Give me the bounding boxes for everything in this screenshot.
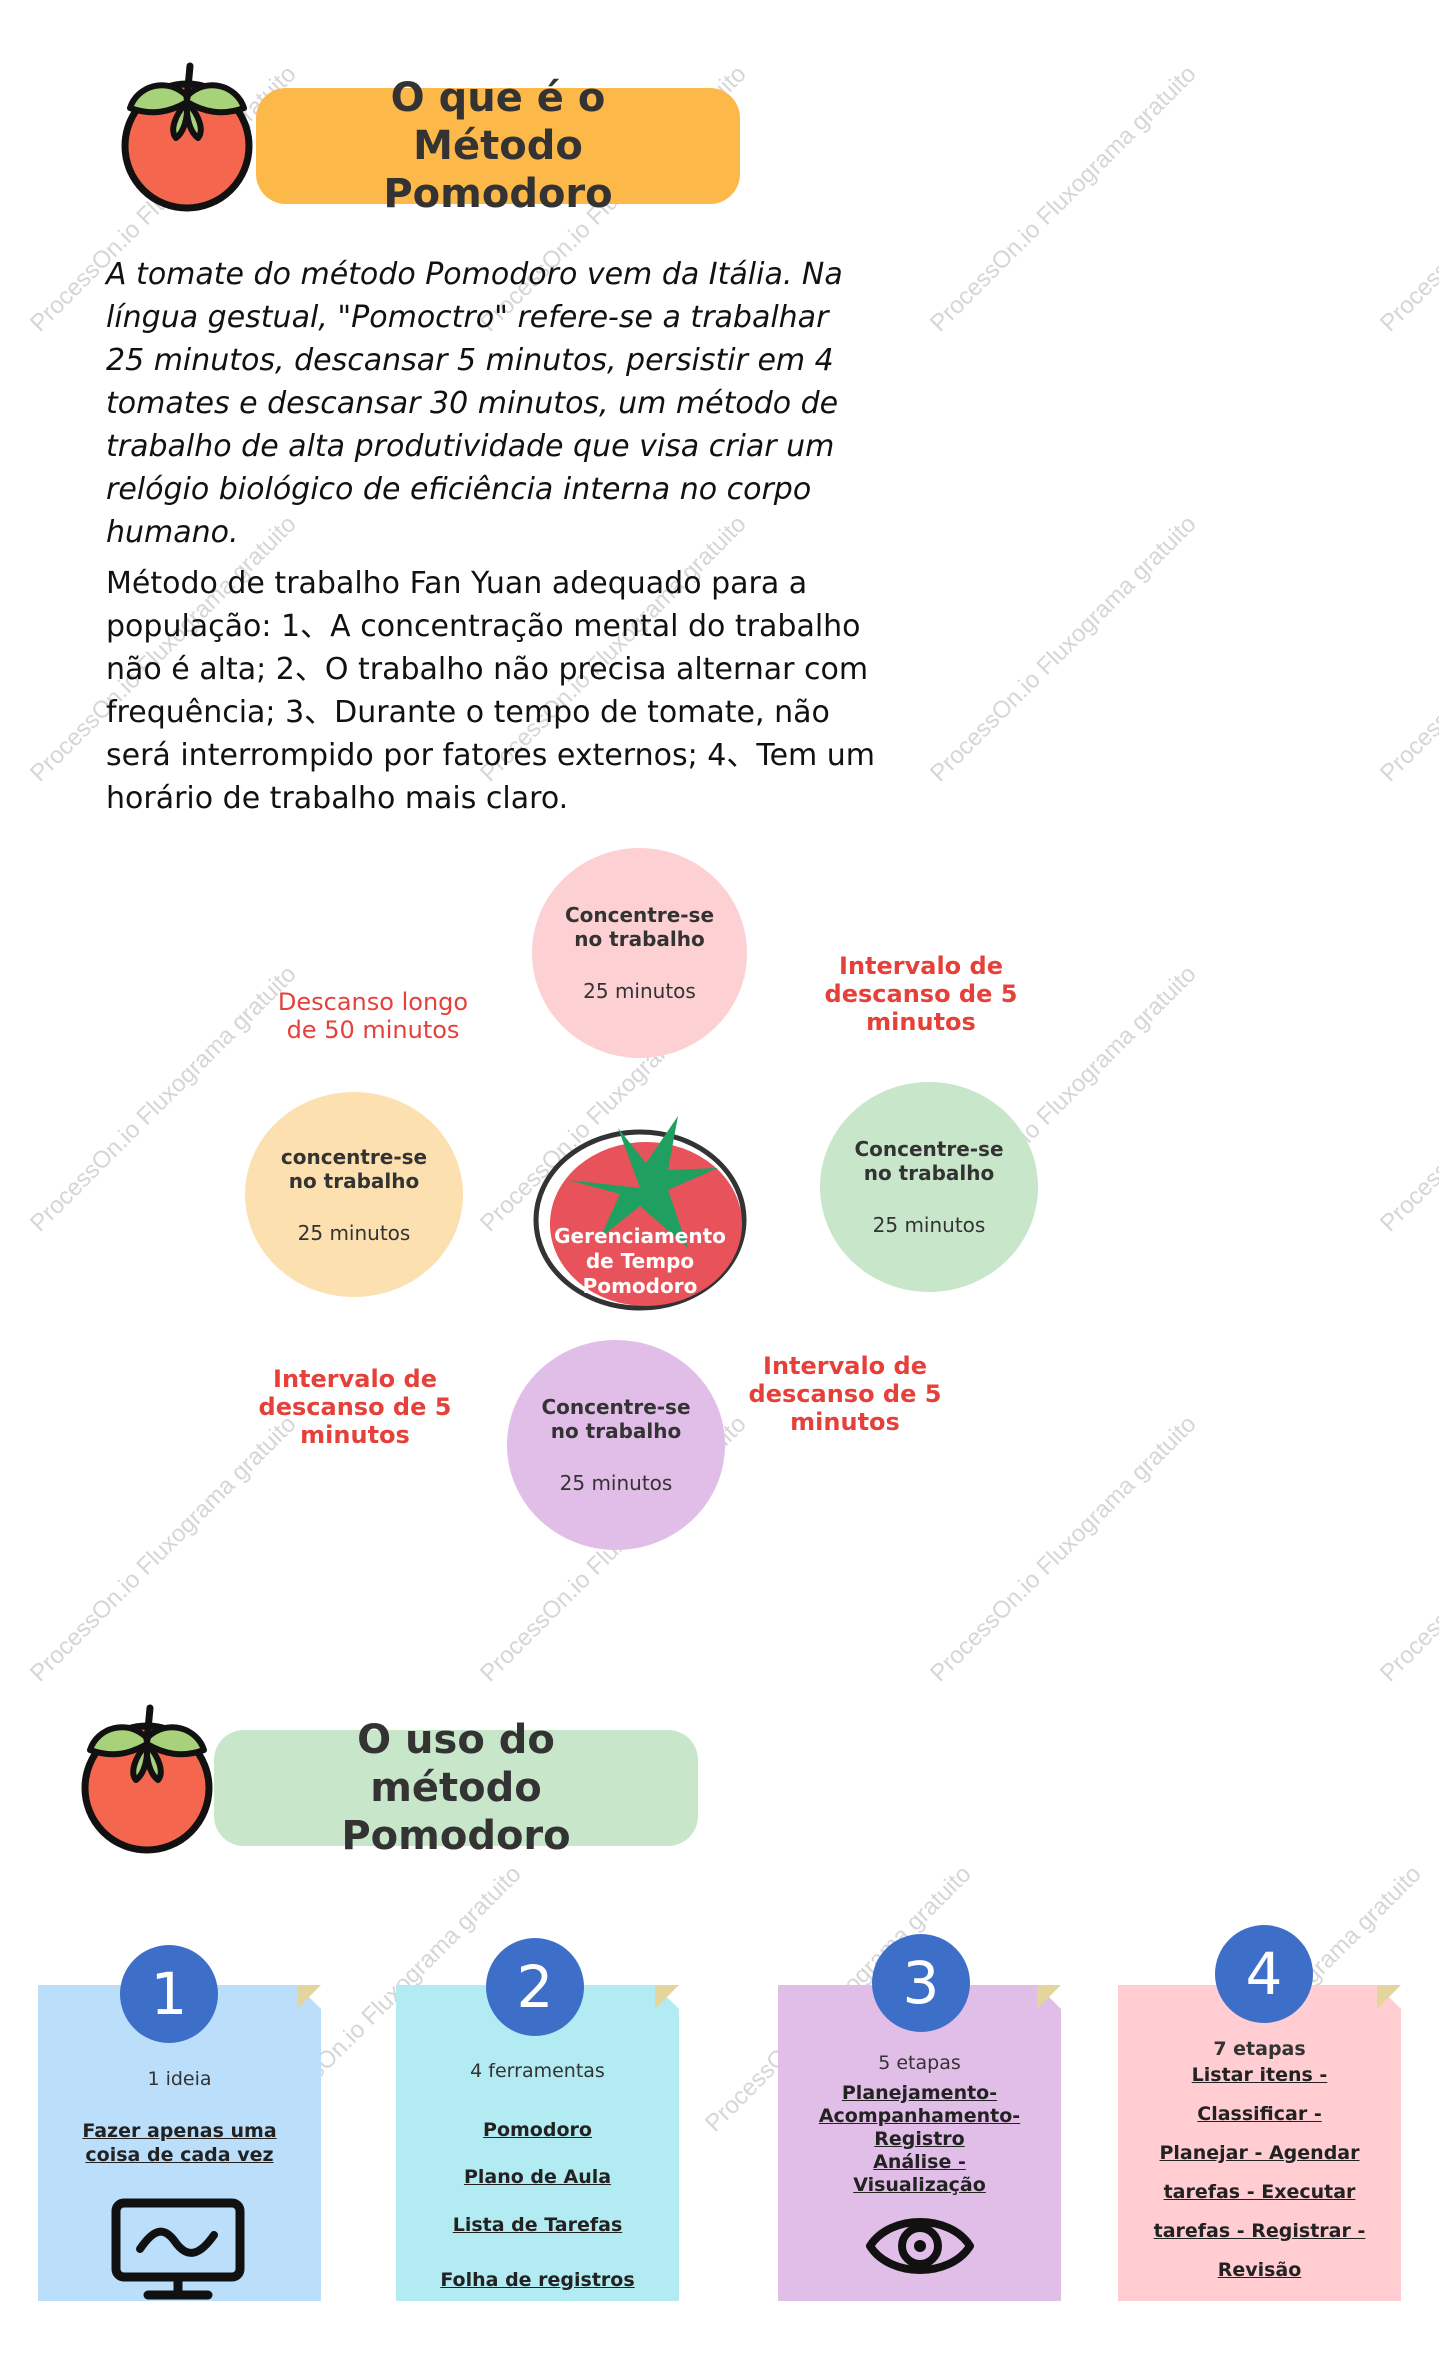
card-link[interactable]: Folha de registros — [440, 2269, 635, 2291]
watermark: ProcessOn.io Fluxograma gratuito — [1375, 60, 1439, 338]
card-fold — [1377, 1985, 1401, 2009]
card-fold — [655, 1985, 679, 2009]
monitor-icon — [111, 2198, 245, 2300]
label-long-break: Descanso longo de 50 minutos — [277, 988, 469, 1044]
card-link[interactable]: Planejamento- — [841, 2082, 998, 2104]
watermark: ProcessOn.io Fluxograma gratuito — [1375, 960, 1439, 1238]
circle-minutes: 25 minutos — [583, 979, 696, 1003]
card-fold — [1037, 1985, 1061, 2009]
circle-title: Concentre-se no trabalho — [564, 903, 715, 951]
tomato-icon — [121, 62, 253, 212]
circle-work-right: Concentre-se no trabalho 25 minutos — [820, 1082, 1038, 1292]
intro-text: A tomate do método Pomodoro vem da Itáli… — [106, 257, 843, 550]
tomato-icon — [81, 1704, 213, 1854]
card-link[interactable]: Classificar - — [1197, 2103, 1322, 2125]
step-number-3: 3 — [872, 1934, 970, 2032]
label-short-break-bottom-left: Intervalo de descanso de 5 minutos — [258, 1365, 452, 1449]
circle-work-top: Concentre-se no trabalho 25 minutos — [532, 848, 747, 1058]
circle-title: concentre-se no trabalho — [280, 1144, 428, 1193]
center-tomato-icon — [533, 1116, 747, 1311]
card-heading: 7 etapas — [1213, 2038, 1306, 2060]
watermark: ProcessOn.io Fluxograma gratuito — [925, 510, 1202, 788]
card-link[interactable]: tarefas - Registrar - — [1153, 2220, 1366, 2242]
step-number-4: 4 — [1215, 1925, 1313, 2023]
card-heading: 5 etapas — [878, 2052, 961, 2074]
circle-title: Concentre-se no trabalho — [541, 1395, 691, 1443]
card-link[interactable]: Lista de Tarefas — [452, 2214, 623, 2236]
suitability-paragraph: Método de trabalho Fan Yuan adequado par… — [106, 562, 876, 820]
watermark: ProcessOn.io Fluxograma gratuito — [925, 60, 1202, 338]
section-title-use: O uso do método Pomodoro — [214, 1717, 698, 1859]
card-link[interactable]: Planejar - Agendar — [1159, 2142, 1360, 2164]
center-label: Gerenciamento de Tempo Pomodoro — [554, 1224, 726, 1298]
card-link[interactable]: Plano de Aula — [463, 2166, 612, 2188]
card-1: 1 ideia Fazer apenas uma coisa de cada v… — [38, 1985, 321, 2301]
section-title-what: O que é o Método Pomodoro — [256, 75, 740, 217]
label-short-break-bottom-right: Intervalo de descanso de 5 minutos — [748, 1352, 942, 1436]
circle-work-bottom: Concentre-se no trabalho 25 minutos — [507, 1340, 725, 1550]
card-link[interactable]: Acompanhamento- — [818, 2105, 1021, 2127]
section-title-text: O uso do método Pomodoro — [341, 1717, 571, 1859]
watermark: ProcessOn.io Fluxograma gratuito — [925, 1410, 1202, 1688]
card-heading: 4 ferramentas — [470, 2060, 605, 2082]
card-link[interactable]: Fazer apenas uma coisa de cada vez — [82, 2120, 277, 2166]
watermark: ProcessOn.io Fluxograma gratuito — [25, 1410, 302, 1688]
card-link[interactable]: Pomodoro — [483, 2119, 592, 2141]
card-link[interactable]: Análise - — [873, 2151, 966, 2173]
circle-minutes: 25 minutos — [559, 1471, 673, 1495]
watermark: ProcessOn.io Fluxograma gratuito — [1375, 1410, 1439, 1688]
card-link[interactable]: Registro — [874, 2128, 965, 2150]
label-short-break-top-right: Intervalo de descanso de 5 minutos — [824, 952, 1018, 1036]
circle-minutes: 25 minutos — [297, 1220, 411, 1245]
intro-paragraph: A tomate do método Pomodoro vem da Itáli… — [106, 253, 876, 554]
card-heading: 1 ideia — [147, 2068, 212, 2090]
circle-work-left: concentre-se no trabalho 25 minutos — [245, 1092, 463, 1297]
card-4: 7 etapas Listar itens - Classificar - Pl… — [1118, 1985, 1401, 2301]
card-link[interactable]: tarefas - Executar — [1163, 2181, 1356, 2203]
section-title-text: O que é o Método Pomodoro — [383, 75, 613, 217]
eye-icon — [866, 2218, 974, 2274]
circle-minutes: 25 minutos — [872, 1213, 986, 1237]
suitability-text: Método de trabalho Fan Yuan adequado par… — [106, 566, 876, 816]
card-2: 4 ferramentas Pomodoro Plano de Aula Lis… — [396, 1985, 679, 2301]
watermark: ProcessOn.io Fluxograma gratuito — [1375, 510, 1439, 788]
circle-title: Concentre-se no trabalho — [854, 1137, 1004, 1185]
card-fold — [297, 1985, 321, 2009]
card-link[interactable]: Revisão — [1217, 2259, 1302, 2281]
step-number-2: 2 — [486, 1938, 584, 2036]
card-3: 5 etapas Planejamento- Acompanhamento- R… — [778, 1985, 1061, 2301]
step-number-1: 1 — [120, 1945, 218, 2043]
card-link[interactable]: Visualização — [853, 2174, 986, 2196]
card-link[interactable]: Listar itens - — [1191, 2064, 1328, 2086]
